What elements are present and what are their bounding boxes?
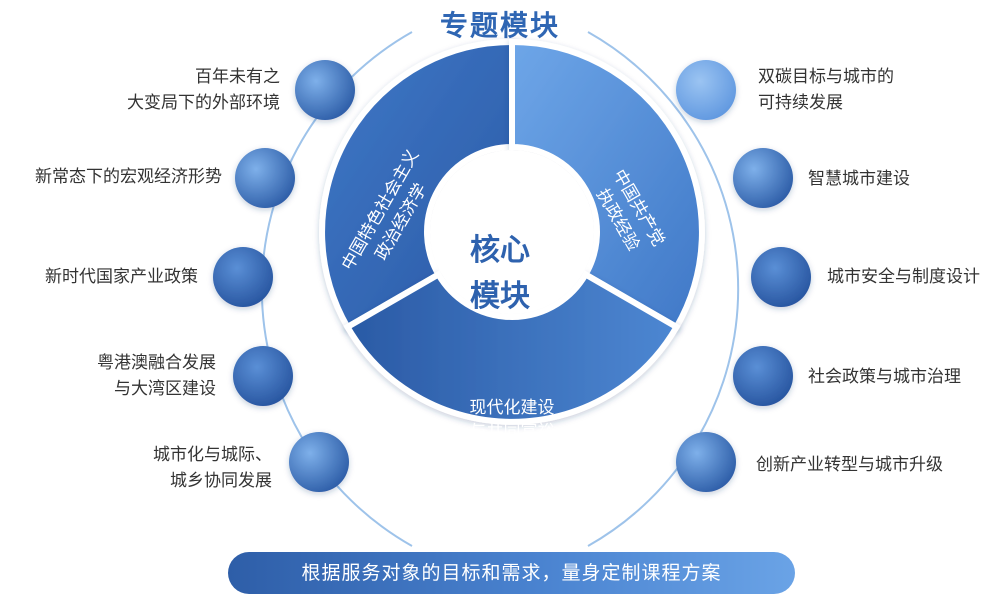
topic-dot-right-2 [733,148,793,208]
topic-label-right-1: 双碳目标与城市的 可持续发展 [758,67,894,113]
topic-dot-left-3 [213,247,273,307]
core-segment-party-experience [509,38,705,332]
topic-dot-right-3 [751,247,811,307]
core-segment-political-economy [319,38,515,332]
core-center-circle [430,150,594,314]
bottom-banner: 根据服务对象的目标和需求，量身定制课程方案 [228,552,795,594]
topic-label-right-3: 城市安全与制度设计 [827,267,980,287]
topic-label-left-4: 粤港澳融合发展 与大湾区建设 [97,353,216,399]
topic-label-left-1: 百年未有之 大变局下的外部环境 [127,67,280,113]
topic-label-right-2: 智慧城市建设 [808,169,910,189]
topic-dot-right-1 [676,60,736,120]
topic-label-left-3: 新时代国家产业政策 [45,267,198,287]
topic-label-left-5: 城市化与城际、 城乡协同发展 [153,445,272,491]
topic-dot-left-5 [289,432,349,492]
diagram-title: 专题模块 [439,9,560,42]
segment-label-modernization: 现代化建设 与共同富裕 [469,398,555,442]
topic-label-left-2: 新常态下的宏观经济形势 [35,167,222,187]
topic-dot-left-2 [235,148,295,208]
topic-dot-left-1 [295,60,355,120]
topic-dot-right-5 [676,432,736,492]
core-segment-modernization [343,270,681,425]
topic-label-right-5: 创新产业转型与城市升级 [756,455,943,475]
topic-label-right-4: 社会政策与城市治理 [808,367,961,387]
outer-arc-right [587,31,740,547]
topic-dot-right-4 [733,346,793,406]
topic-dot-left-4 [233,346,293,406]
bottom-banner-text: 根据服务对象的目标和需求，量身定制课程方案 [301,562,722,584]
core-center-label: 核心 模块 [470,233,530,314]
